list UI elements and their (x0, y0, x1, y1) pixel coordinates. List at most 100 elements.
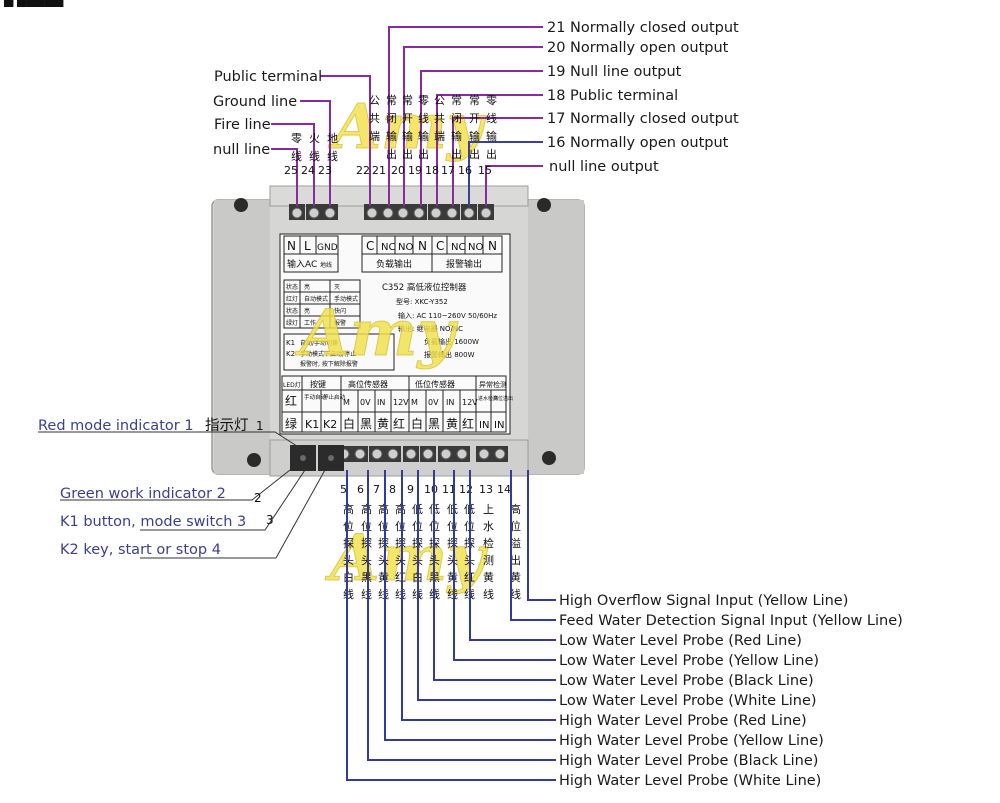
bottom-cn-label: 高 (395, 502, 406, 516)
label-null-line: null line (213, 142, 270, 158)
top-cn-label: 共 (369, 112, 380, 125)
key-k2: K2 (323, 418, 337, 431)
top-cn-label: 出 (469, 147, 480, 161)
panel-spec-output: 输出: 继电器 NO/NC (398, 324, 463, 333)
top-cn-label: 输 (386, 129, 397, 143)
wire-line (271, 123, 315, 206)
panel-output-term: C (366, 239, 374, 253)
bottom-terminal-number: 8 (389, 483, 396, 496)
top-cn-label: 常 (469, 94, 480, 107)
label-indicator-lamp: 指示灯 (205, 417, 249, 434)
terminal-screw[interactable] (324, 207, 336, 219)
terminal-screw[interactable] (463, 207, 475, 219)
terminal-screw[interactable] (422, 448, 434, 460)
top-terminal-number: 17 (441, 164, 455, 177)
bottom-cn-label: 头 (447, 554, 458, 567)
hdr-led: LED灯 (283, 381, 301, 389)
wire-line (468, 141, 543, 206)
terminal-screw[interactable] (413, 207, 425, 219)
top-cn-label: 输 (451, 129, 462, 143)
bottom-cn-label: 头 (378, 554, 389, 567)
sensor-wire-color: 红 (462, 416, 474, 431)
terminal-screw[interactable] (446, 207, 458, 219)
wire-line (300, 100, 331, 206)
top-terminal-number: 21 (372, 164, 386, 177)
terminal-screw[interactable] (430, 207, 442, 219)
mode-k2: K2 (286, 350, 295, 358)
sensor-sub: M (411, 398, 418, 407)
wire-line (384, 470, 556, 741)
top-cn-label: 闭 (386, 112, 397, 125)
top-cn-label: 开 (469, 112, 480, 125)
bottom-cn-label: 检 (483, 536, 494, 550)
cropped-caption (0, 0, 120, 8)
abnormal-in: IN (494, 420, 504, 431)
watermark: Amy (325, 521, 488, 596)
top-cn-label: 线 (486, 111, 497, 125)
bottom-cn-label: 探 (395, 537, 406, 550)
bottom-cn-label: 线 (361, 587, 372, 601)
bottom-terminal-number: 11 (442, 483, 456, 496)
bottom-cn-label: 高 (361, 502, 372, 516)
terminal-screw[interactable] (291, 207, 303, 219)
mount-hole (542, 451, 556, 465)
terminal-screw[interactable] (494, 448, 506, 460)
top-cn-label: 共 (434, 112, 445, 125)
label-low-probe-white: Low Water Level Probe (White Line) (559, 693, 817, 709)
terminal-screw[interactable] (405, 448, 417, 460)
top-cn-label: 出 (486, 147, 497, 161)
terminal-screw[interactable] (480, 207, 492, 219)
bottom-terminal-number: 7 (373, 483, 380, 496)
top-terminal-chinese-labels: 零线火线地线公共端常闭输常开输零线输公共端常闭输常开输零线输出出出出出出 (291, 94, 497, 163)
bottom-cn-label: 水 (483, 520, 494, 533)
left-number-2: 2 (254, 491, 262, 505)
led-green: 绿 (285, 416, 297, 431)
bottom-cn-label: 探 (343, 537, 354, 550)
red-indicator-led (300, 455, 306, 461)
terminal-screw[interactable] (308, 207, 320, 219)
terminal-screw[interactable] (387, 448, 399, 460)
top-cn-label: 端 (434, 130, 445, 143)
label-20-no-output: 20 Normally open output (547, 40, 729, 56)
bottom-cn-label: 红 (395, 571, 406, 584)
bottom-cn-label: 探 (361, 537, 372, 550)
sensor-sub: 12V (462, 398, 478, 407)
terminal-screw[interactable] (478, 448, 490, 460)
probe-labels: High Overflow Signal Input (Yellow Line)… (559, 593, 903, 789)
top-cn-label: 输 (469, 129, 480, 143)
panel-spec-load: 负载输出 1600W (424, 337, 479, 346)
top-cn-label: 开 (402, 112, 413, 125)
terminal-screw[interactable] (397, 207, 409, 219)
led-table-cell: 快闪 (334, 307, 346, 315)
mount-hole (234, 198, 248, 212)
panel-term-gnd: GND (317, 243, 338, 253)
bottom-cn-label: 位 (447, 519, 458, 533)
bottom-cn-label: 高 (343, 502, 354, 516)
bottom-cn-label: 探 (447, 537, 458, 550)
terminal-screw[interactable] (354, 448, 366, 460)
led-table-cell: 亮 (304, 283, 310, 291)
terminal-screw[interactable] (440, 448, 452, 460)
terminal-screw[interactable] (366, 207, 378, 219)
mode-alarm-desc: 报警时, 按下解除报警 (300, 360, 358, 368)
terminal-screw[interactable] (382, 207, 394, 219)
abnormal-sub: 高位溢出 (493, 395, 513, 402)
terminal-screw[interactable] (456, 448, 468, 460)
top-terminal-number: 24 (301, 164, 315, 177)
bottom-terminal-number: 13 (479, 483, 493, 496)
top-cn-label: 公 (369, 94, 380, 107)
terminal-screw[interactable] (371, 448, 383, 460)
top-cn-label: 零 (486, 94, 497, 107)
bottom-cn-label: 高 (510, 502, 521, 516)
sensor-sub: 0V (428, 398, 439, 407)
top-terminal-number: 22 (356, 164, 370, 177)
bottom-cn-label: 位 (395, 519, 406, 533)
sensor-wire-color: 黄 (446, 417, 458, 431)
led-table-cell: 报警 (334, 319, 346, 327)
label-fire-line: Fire line (214, 117, 271, 133)
bottom-cn-label: 高 (378, 502, 389, 516)
label-k1-mode-switch: K1 button, mode switch 3 (60, 514, 246, 530)
